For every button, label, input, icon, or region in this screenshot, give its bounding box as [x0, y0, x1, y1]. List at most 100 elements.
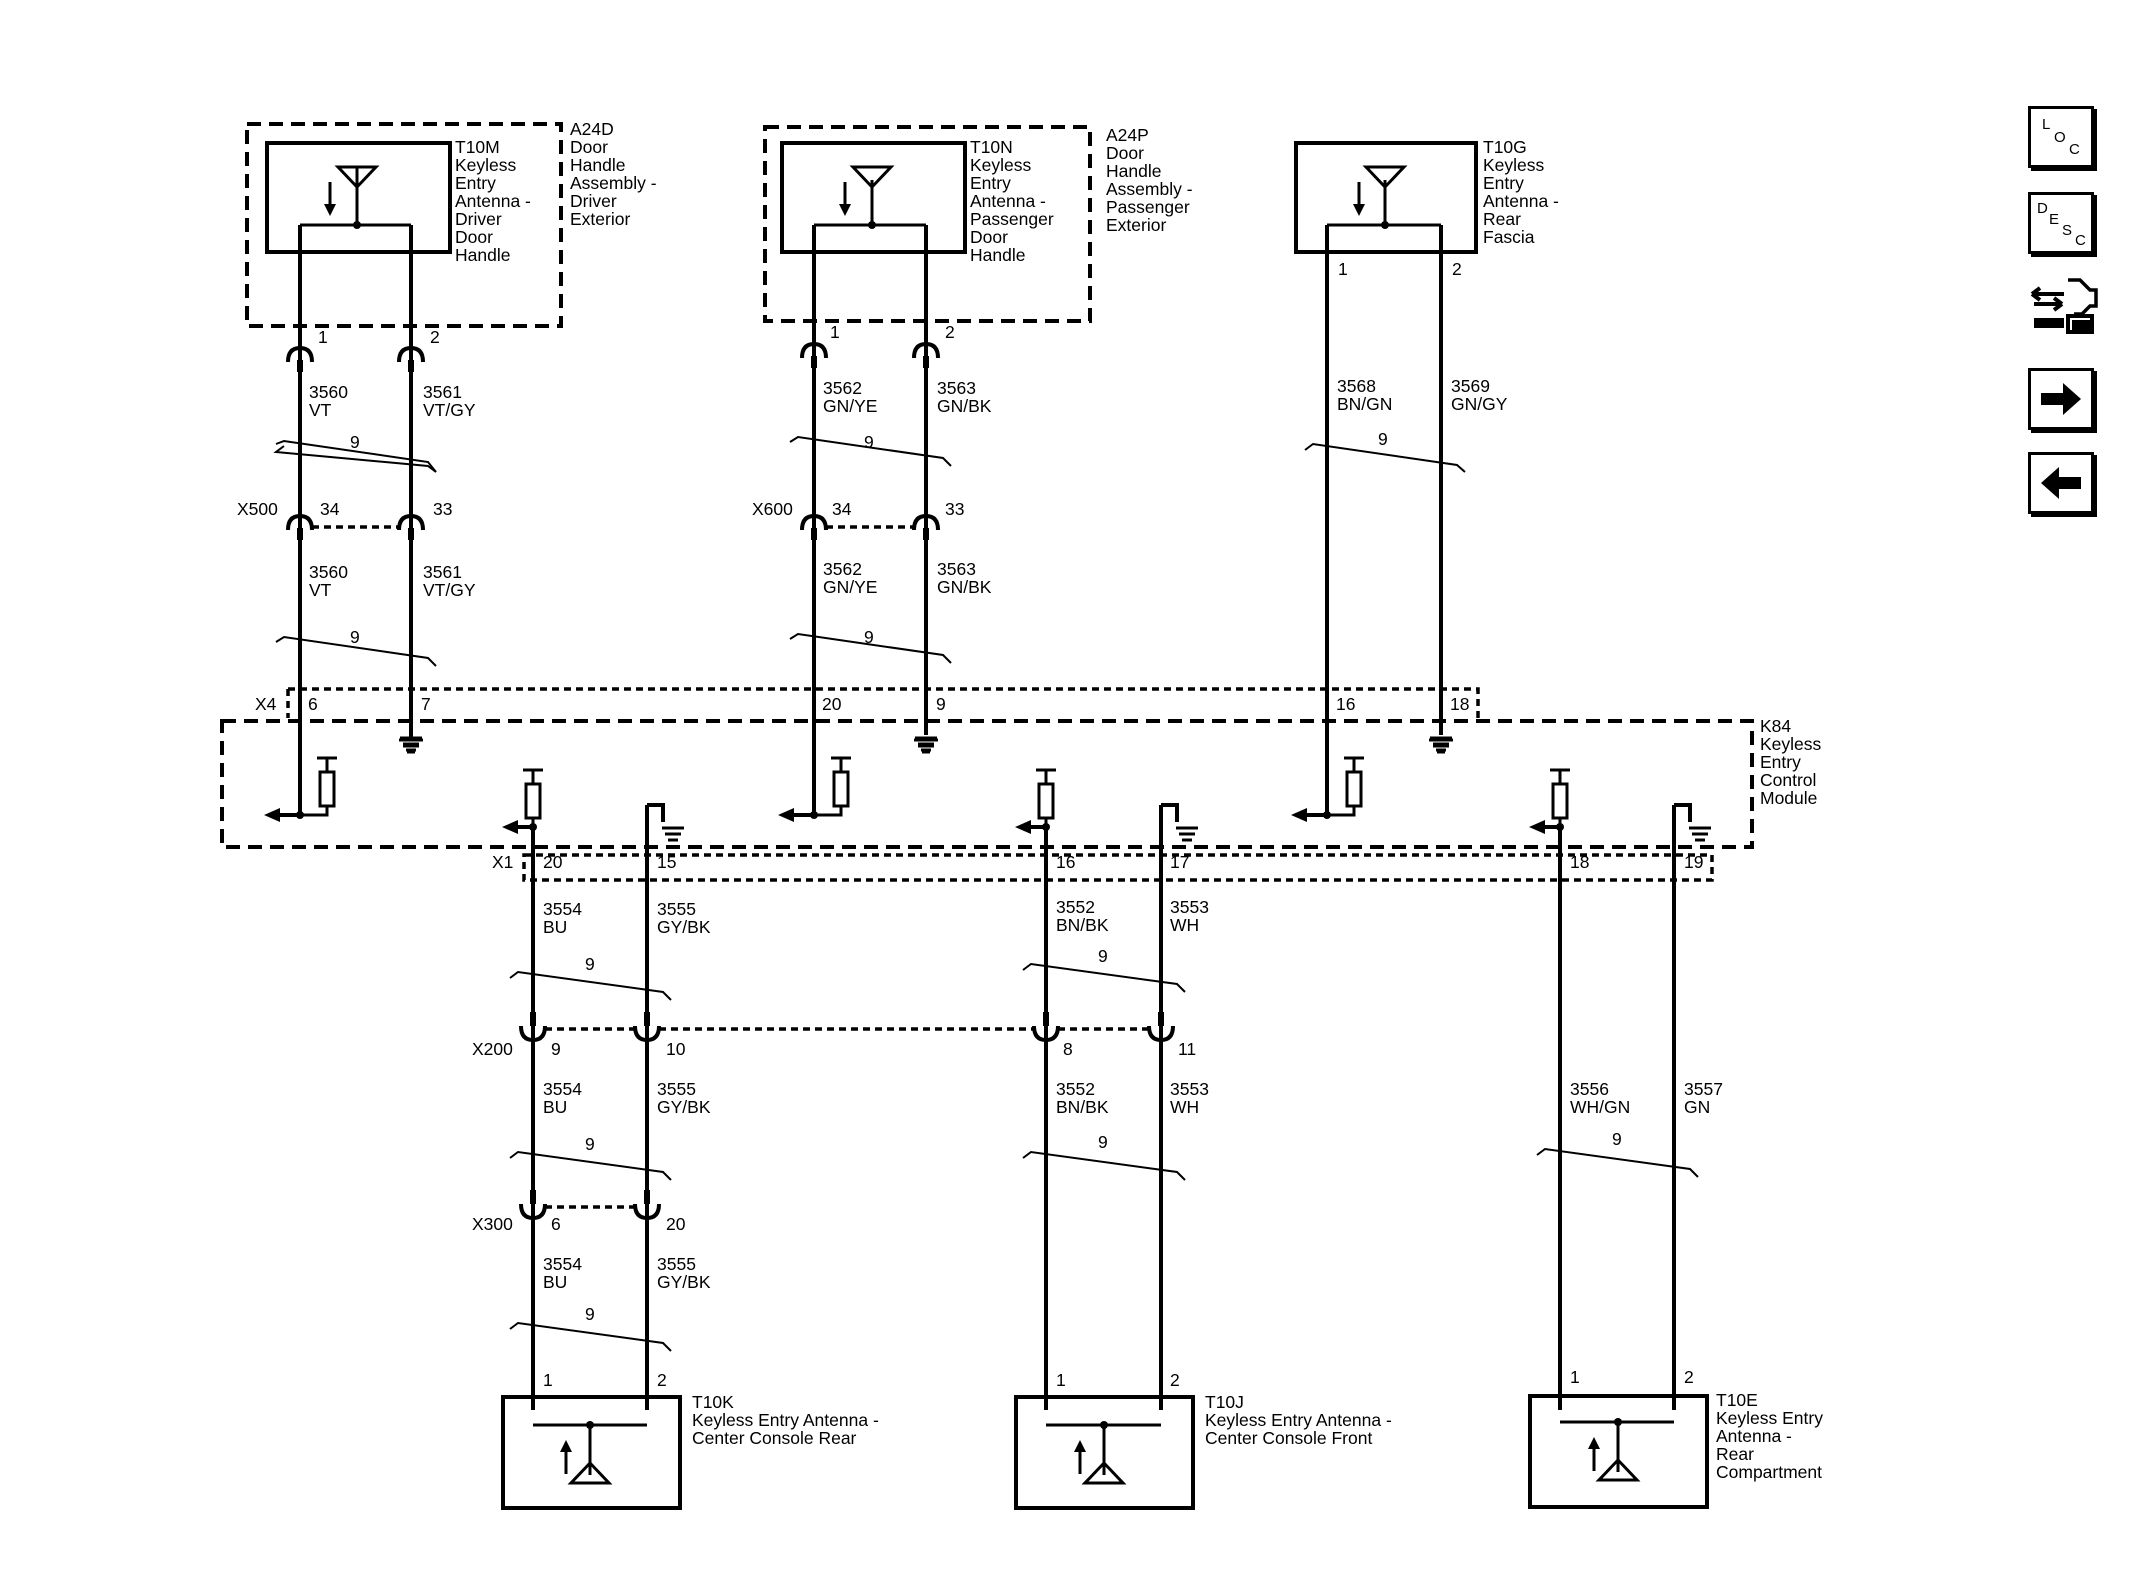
- diagram-label: GN/BK: [937, 396, 992, 416]
- loc-button[interactable]: L O C: [2028, 106, 2094, 168]
- diagram-label: GN/GY: [1451, 394, 1508, 414]
- diagram-label: 2: [1684, 1367, 1694, 1387]
- diagram-label: Handle: [970, 245, 1025, 265]
- diagram-label: WH: [1170, 915, 1199, 935]
- diagram-label: A24P: [1106, 125, 1149, 145]
- diagram-label: 16: [1056, 852, 1075, 872]
- diagram-label: Door: [1106, 143, 1144, 163]
- diagram-label: 9: [350, 432, 360, 452]
- diagram-label: Rear: [1716, 1444, 1754, 1464]
- inline-connectors-upper: [286, 341, 940, 540]
- diagram-label: Entry: [1483, 173, 1524, 193]
- diagram-label: 9: [585, 1134, 595, 1154]
- connector-x1: X1: [492, 852, 513, 872]
- diagram-label: Compartment: [1716, 1462, 1822, 1482]
- connector-x4: X4: [255, 694, 277, 714]
- t10j-keyless-entry-antenna-center-console-front: T10J Keyless Entry Antenna - Center Cons…: [1014, 1392, 1392, 1510]
- diagram-label: BU: [543, 917, 567, 937]
- diagram-label: 18: [1450, 694, 1469, 714]
- diagram-label: 9: [350, 627, 360, 647]
- diagram-label: 1: [1056, 1370, 1066, 1390]
- diagram-label: 6: [551, 1214, 561, 1234]
- diagram-label: Center Console Front: [1205, 1428, 1372, 1448]
- diagram-label: T10G: [1483, 137, 1527, 157]
- diagram-label: T10E: [1716, 1390, 1758, 1410]
- diagram-label: VT/GY: [423, 400, 476, 420]
- connector-wrench-icon[interactable]: [2028, 276, 2100, 342]
- k84-keyless-entry-control-module: K84 Keyless Entry Control Module: [220, 716, 1822, 849]
- diagram-label: GN: [1684, 1097, 1710, 1117]
- diagram-label: VT: [309, 580, 332, 600]
- diagram-label: 9: [864, 432, 874, 452]
- diagram-label: 9: [551, 1039, 561, 1059]
- diagram-label: 3556: [1570, 1079, 1609, 1099]
- diagram-label: 3562: [823, 559, 862, 579]
- diagram-label: 20: [822, 694, 842, 714]
- diagram-label: BN/GN: [1337, 394, 1392, 414]
- diagram-label: 3562: [823, 378, 862, 398]
- diagram-label: Handle: [455, 245, 510, 265]
- diagram-label: 33: [945, 499, 964, 519]
- diagram-label: 3561: [423, 382, 462, 402]
- diagram-label: VT: [309, 400, 332, 420]
- diagram-label: BN/BK: [1056, 1097, 1109, 1117]
- diagram-label: 2: [1170, 1370, 1180, 1390]
- connector-x600: X600: [752, 499, 793, 519]
- diagram-label: WH: [1170, 1097, 1199, 1117]
- diagram-label: 3554: [543, 1079, 582, 1099]
- pin-t10n-1: 1: [830, 322, 840, 342]
- diagram-label: 19: [1684, 852, 1703, 872]
- next-button[interactable]: [2028, 368, 2094, 430]
- diagram-label: Door: [455, 227, 493, 247]
- diagram-label: GN/BK: [937, 577, 992, 597]
- diagram-label: Keyless: [1483, 155, 1545, 175]
- diagram-label: WH/GN: [1570, 1097, 1630, 1117]
- pin-t10n-2: 2: [945, 322, 955, 342]
- diagram-label: Entry: [970, 173, 1011, 193]
- pin-t10g-1: 1: [1338, 259, 1348, 279]
- x300-connector: [519, 1190, 661, 1221]
- previous-button[interactable]: [2028, 452, 2094, 514]
- pin-t10m-1: 1: [318, 327, 328, 347]
- diagram-label: BN/BK: [1056, 915, 1109, 935]
- diagram-label: Assembly -: [1106, 179, 1193, 199]
- diagram-label: Fascia: [1483, 227, 1535, 247]
- diagram-label: 3555: [657, 899, 696, 919]
- a24d-door-handle-assembly: A24D Door Handle Assembly - Driver Exter…: [245, 119, 657, 328]
- t10n-keyless-entry-antenna-passenger: T10N Keyless Entry Antenna - Passenger D…: [780, 137, 1054, 265]
- diagram-label: Keyless: [1760, 734, 1822, 754]
- diagram-label: 1: [1570, 1367, 1580, 1387]
- diagram-label: 3555: [657, 1254, 696, 1274]
- x1-connector-outline: [522, 853, 1714, 882]
- diagram-label: Rear: [1483, 209, 1521, 229]
- diagram-label: 17: [1170, 852, 1189, 872]
- diagram-label: 3554: [543, 899, 582, 919]
- diagram-label: Driver: [570, 191, 617, 211]
- diagram-label: GN/YE: [823, 396, 877, 416]
- a24p-door-handle-assembly: A24P Door Handle Assembly - Passenger Ex…: [763, 125, 1193, 323]
- diagram-label: 3554: [543, 1254, 582, 1274]
- t10k-keyless-entry-antenna-center-console-rear: T10K Keyless Entry Antenna - Center Cons…: [501, 1392, 879, 1510]
- diagram-label: 9: [1378, 429, 1388, 449]
- diagram-label: Handle: [570, 155, 625, 175]
- diagram-label: Keyless Entry Antenna -: [1205, 1410, 1392, 1430]
- diagram-label: A24D: [570, 119, 614, 139]
- diagram-label: Antenna -: [455, 191, 531, 211]
- diagram-label: 10: [666, 1039, 686, 1059]
- desc-button[interactable]: D E S C: [2028, 192, 2094, 254]
- diagram-label: 3555: [657, 1079, 696, 1099]
- diagram-label: Keyless Entry: [1716, 1408, 1823, 1428]
- diagram-label: Keyless Entry Antenna -: [692, 1410, 879, 1430]
- diagram-label: Center Console Rear: [692, 1428, 857, 1448]
- diagram-label: Door: [970, 227, 1008, 247]
- diagram-label: 33: [433, 499, 452, 519]
- twisted-pair-markers-upper: [273, 435, 1466, 667]
- x4-connector-outline: [286, 687, 1480, 718]
- diagram-label: GY/BK: [657, 1272, 711, 1292]
- diagram-label: Driver: [455, 209, 502, 229]
- diagram-label: VT/GY: [423, 580, 476, 600]
- twisted-pair-markers-lower: [509, 962, 1699, 1352]
- diagram-label: 3568: [1337, 376, 1376, 396]
- diagram-label: 7: [421, 694, 431, 714]
- diagram-label: 2: [657, 1370, 667, 1390]
